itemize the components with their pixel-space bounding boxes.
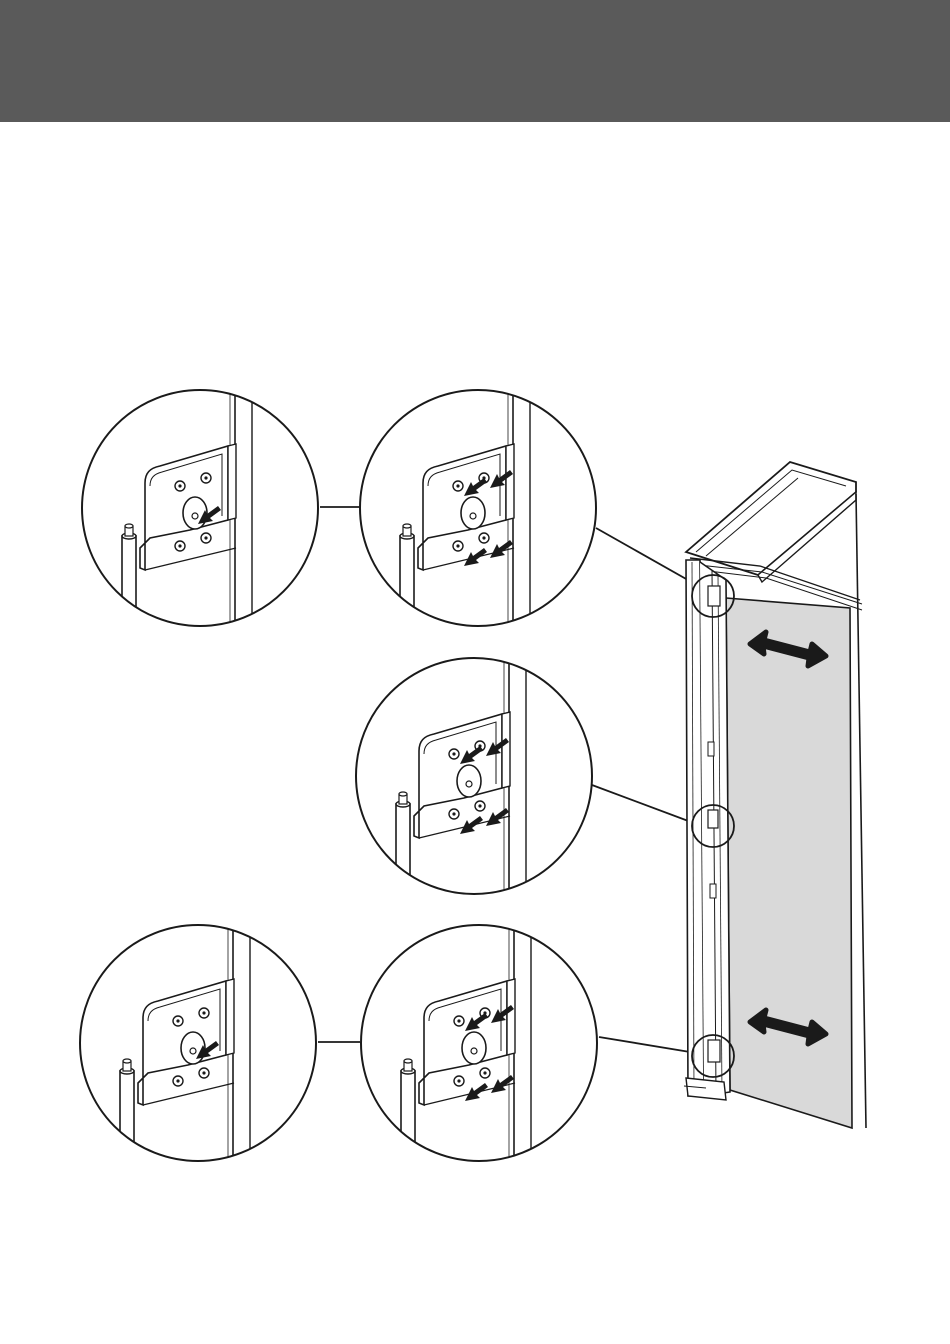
detail-middle <box>356 656 592 896</box>
arrow-icon <box>464 548 487 566</box>
door-assembly <box>684 462 866 1128</box>
detail-top-left <box>82 388 318 628</box>
detail-bottom-left <box>80 923 316 1163</box>
detail-bottom-right <box>361 923 597 1163</box>
detail-top-right <box>360 388 596 628</box>
door-panel <box>726 598 852 1128</box>
arrow-icon <box>460 816 483 834</box>
arrow-icon <box>465 1083 488 1101</box>
